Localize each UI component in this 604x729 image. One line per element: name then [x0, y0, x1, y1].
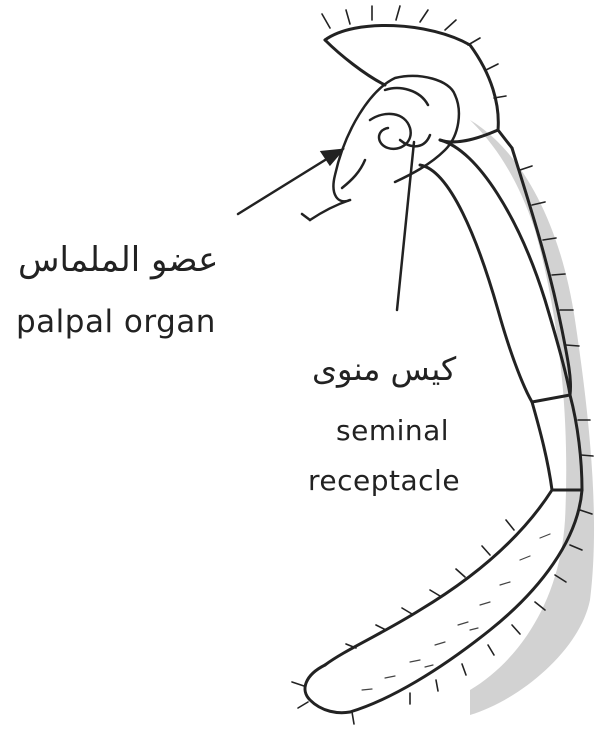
palpal-organ-label-ar: عضو الملماس	[18, 240, 218, 280]
seminal-receptacle-label-en-line1: seminal	[336, 414, 449, 447]
seminal-receptacle-label-en-line2: receptacle	[308, 464, 460, 497]
palpal-organ-drawing	[302, 76, 459, 220]
seminal-receptacle-label-ar: كيس منوى	[312, 350, 456, 388]
palpal-organ-arrow	[238, 152, 338, 214]
seminal-receptacle-leader	[397, 142, 414, 310]
annotation-arrows	[238, 142, 414, 310]
palpal-organ-label-en: palpal organ	[16, 304, 216, 340]
